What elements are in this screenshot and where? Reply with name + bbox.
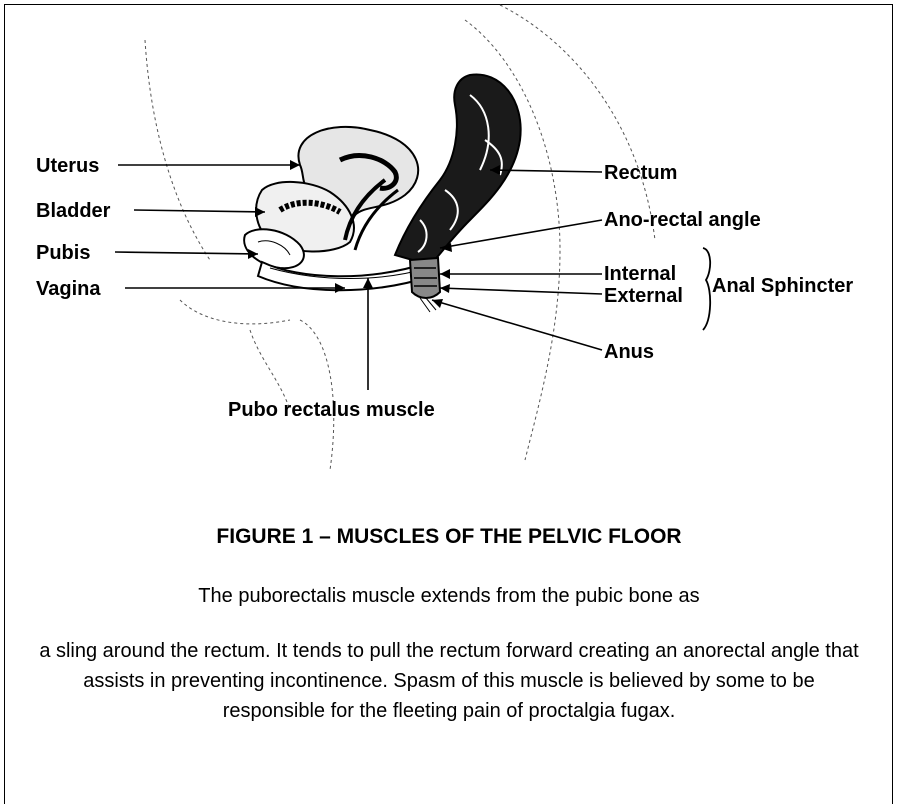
figure-caption-lead: The puborectalis muscle extends from the… <box>0 585 898 608</box>
external-leader <box>440 288 602 294</box>
label-anus: Anus <box>604 341 654 363</box>
label-vagina: Vagina <box>36 278 101 300</box>
label-internal: Internal <box>604 263 676 285</box>
label-ano-rectal-angle: Ano-rectal angle <box>604 209 761 231</box>
label-anal-sphincter: Anal Sphincter <box>712 275 853 297</box>
label-rectum: Rectum <box>604 162 677 184</box>
label-external: External <box>604 285 683 307</box>
label-bladder: Bladder <box>36 200 111 222</box>
anus-leader <box>432 300 602 350</box>
label-pubo-rectalus-muscle: Pubo rectalus muscle <box>228 399 435 421</box>
anal-sphincter-brace <box>703 248 710 330</box>
label-pubis: Pubis <box>36 242 90 264</box>
figure-caption-title: FIGURE 1 – MUSCLES OF THE PELVIC FLOOR <box>0 525 898 549</box>
pelvic-floor-diagram: Uterus Bladder Pubis Vagina Rectum Ano-r… <box>0 0 898 500</box>
pubis-leader <box>115 252 258 254</box>
anal-sphincter-shape <box>410 258 440 312</box>
label-uterus: Uterus <box>36 155 99 177</box>
bladder-leader <box>134 210 265 212</box>
figure-caption-body: a sling around the rectum. It tends to p… <box>30 636 868 726</box>
